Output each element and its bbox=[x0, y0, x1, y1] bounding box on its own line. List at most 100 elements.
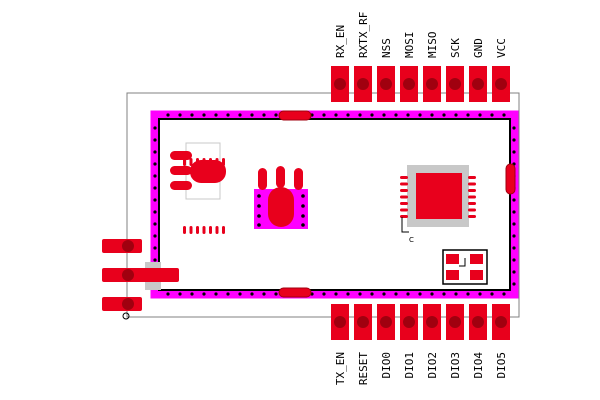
qfn-pad bbox=[222, 226, 225, 234]
via bbox=[478, 113, 482, 117]
via bbox=[454, 292, 458, 296]
bottom-pin-labels: TX_EN RESET DIO0 DIO1 DIO2 DIO3 DIO4 DIO… bbox=[334, 352, 508, 385]
pin-label-sck: SCK bbox=[449, 38, 462, 58]
qfn-pad bbox=[468, 176, 476, 179]
via bbox=[466, 292, 470, 296]
pin-label-mosi: MOSI bbox=[403, 32, 416, 59]
via bbox=[226, 113, 230, 117]
via bbox=[153, 162, 157, 166]
bottom-pad-dio3 bbox=[446, 304, 464, 340]
pin-label-dio4: DIO4 bbox=[472, 352, 485, 379]
via bbox=[153, 150, 157, 154]
qfn-pad bbox=[209, 158, 212, 166]
bottom-pad-dio2 bbox=[423, 304, 441, 340]
pin-label-vcc: VCC bbox=[495, 38, 508, 58]
pin-label-dio5: DIO5 bbox=[495, 352, 508, 379]
via bbox=[166, 113, 170, 117]
via bbox=[202, 113, 206, 117]
via bbox=[262, 113, 266, 117]
via bbox=[430, 113, 434, 117]
qfn-chip: C bbox=[183, 158, 476, 244]
qfn-pad bbox=[400, 189, 408, 192]
bottom-pad-dio5 bbox=[492, 304, 510, 340]
via bbox=[190, 292, 194, 296]
via bbox=[512, 198, 516, 202]
qfn-pad bbox=[400, 208, 408, 212]
via bbox=[153, 258, 157, 262]
bottom-pad-dio1 bbox=[400, 304, 418, 340]
qfn-pad bbox=[202, 226, 206, 234]
qfn-pad bbox=[468, 189, 476, 192]
regulator-footprint bbox=[254, 166, 308, 229]
top-pad-mosi bbox=[400, 66, 418, 102]
qfn-pad bbox=[468, 182, 476, 186]
via bbox=[274, 292, 278, 296]
qfn-pad bbox=[202, 158, 206, 166]
via bbox=[512, 150, 516, 154]
qfn-pad bbox=[400, 176, 408, 179]
top-pad-miso bbox=[423, 66, 441, 102]
top-pin-labels: RX_EN RXTX_RF NSS MOSI MISO SCK GND VCC bbox=[334, 12, 508, 58]
via bbox=[512, 270, 516, 274]
bottom-pad-tx-en bbox=[331, 304, 349, 340]
via bbox=[153, 174, 157, 178]
via bbox=[250, 113, 254, 117]
via bbox=[153, 198, 157, 202]
via bbox=[238, 113, 242, 117]
shield-pad-top bbox=[278, 110, 312, 121]
qfn-pad bbox=[215, 158, 219, 166]
via bbox=[178, 292, 182, 296]
via bbox=[153, 210, 157, 214]
via bbox=[478, 292, 482, 296]
via bbox=[370, 292, 374, 296]
pin-label-gnd: GND bbox=[472, 38, 485, 58]
via bbox=[418, 292, 422, 296]
via bbox=[257, 194, 261, 198]
via bbox=[418, 113, 422, 117]
pin-label-nss: NSS bbox=[380, 38, 393, 58]
via bbox=[214, 292, 218, 296]
via bbox=[257, 223, 261, 227]
pin-label-dio1: DIO1 bbox=[403, 352, 416, 379]
pin-label-dio3: DIO3 bbox=[449, 352, 462, 379]
pin-label-reset: RESET bbox=[357, 352, 370, 385]
via bbox=[442, 113, 446, 117]
pin-label-dio0: DIO0 bbox=[380, 352, 393, 379]
qfn-pad bbox=[222, 158, 225, 166]
via bbox=[394, 292, 398, 296]
via bbox=[334, 292, 338, 296]
via bbox=[153, 222, 157, 226]
bottom-pad-dio4 bbox=[469, 304, 487, 340]
via bbox=[490, 113, 494, 117]
via bbox=[454, 113, 458, 117]
via bbox=[346, 292, 350, 296]
via bbox=[512, 126, 516, 130]
via bbox=[406, 292, 410, 296]
top-pad-gnd bbox=[469, 66, 487, 102]
via bbox=[512, 222, 516, 226]
via bbox=[502, 113, 506, 117]
via bbox=[301, 214, 305, 218]
via bbox=[512, 282, 516, 286]
bottom-header bbox=[331, 304, 510, 340]
via bbox=[238, 292, 242, 296]
top-pad-vcc bbox=[492, 66, 510, 102]
via bbox=[301, 204, 305, 208]
via bbox=[153, 138, 157, 142]
qfn-pad bbox=[468, 215, 476, 218]
qfn-pad bbox=[400, 195, 408, 199]
via bbox=[512, 258, 516, 262]
qfn-pad bbox=[183, 226, 186, 234]
top-header bbox=[331, 66, 510, 102]
qfn-pad bbox=[468, 208, 476, 212]
via bbox=[322, 113, 326, 117]
via bbox=[250, 292, 254, 296]
via bbox=[257, 204, 261, 208]
bottom-pad-dio0 bbox=[377, 304, 395, 340]
pin-label-rxtx-rf: RXTX_RF bbox=[357, 12, 370, 58]
via bbox=[512, 246, 516, 250]
top-pad-rx-en bbox=[331, 66, 349, 102]
via bbox=[301, 194, 305, 198]
bottom-pad-reset bbox=[354, 304, 372, 340]
